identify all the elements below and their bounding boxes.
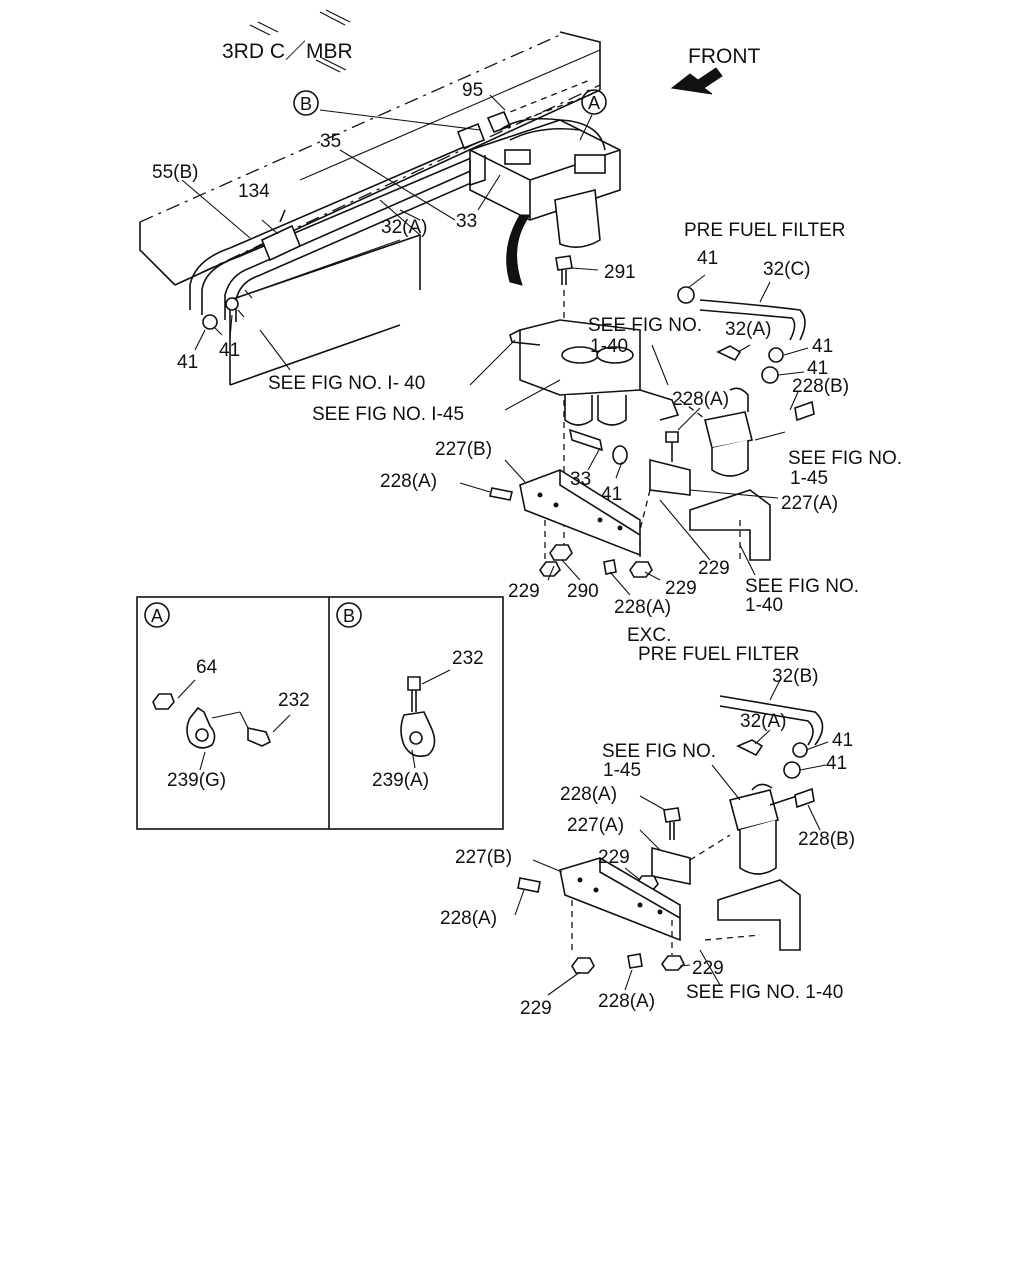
label-35: 35 <box>320 131 341 152</box>
label-1-40-br: 1-40 <box>745 595 783 616</box>
label-1-45-low: 1-45 <box>603 760 641 781</box>
label-1-45-right: 1-45 <box>790 468 828 489</box>
label-228a-low2: 228(A) <box>440 908 497 929</box>
label-see-fig-no-low: SEE FIG NO. <box>602 741 716 762</box>
front-arrow-icon <box>670 67 723 95</box>
label-228a-bottom: 228(A) <box>614 597 671 618</box>
label-55b: 55(B) <box>152 162 198 183</box>
callout-a-label: A <box>588 93 600 113</box>
label-228a-low3: 228(A) <box>598 991 655 1012</box>
leader-lines-lower <box>514 679 829 996</box>
inset-a-label: A <box>151 606 163 626</box>
label-see-fig-1-40-low: SEE FIG NO. 1-40 <box>686 982 843 1003</box>
label-229-low2: 229 <box>520 998 552 1019</box>
label-95: 95 <box>462 80 483 101</box>
label-see-fig-1-40-left: SEE FIG NO. I- 40 <box>268 373 425 394</box>
label-41-mid2: 41 <box>807 358 828 379</box>
label-228b-mid: 228(B) <box>792 376 849 397</box>
inset-panels <box>136 596 504 830</box>
label-228a-mid: 228(A) <box>672 389 729 410</box>
label-134: 134 <box>238 181 270 202</box>
label-32a-top: 32(A) <box>381 217 427 238</box>
callout-b-marker: B <box>293 90 319 116</box>
label-see-fig-1-45-left: SEE FIG NO. I-45 <box>312 404 464 425</box>
label-227b-low: 227(B) <box>455 847 512 868</box>
pre-fuel-filter-upper <box>489 255 815 578</box>
label-32a-mid: 32(A) <box>725 319 771 340</box>
label-290: 290 <box>567 581 599 602</box>
inset-b-239a: 239(A) <box>372 770 429 791</box>
label-229-low1: 229 <box>598 847 630 868</box>
label-229-low3: 229 <box>692 958 724 979</box>
label-see-fig-no-mid: SEE FIG NO. <box>588 315 702 336</box>
label-41-pff: 41 <box>697 248 718 269</box>
label-33-top: 33 <box>456 211 477 232</box>
label-291: 291 <box>604 262 636 283</box>
label-41-center: 41 <box>601 484 622 505</box>
exploded-arrow <box>506 214 531 286</box>
leader-lines-upper <box>181 94 809 596</box>
label-pre-fuel-filter-top: PRE FUEL FILTER <box>684 220 846 241</box>
label-41-low2: 41 <box>826 753 847 774</box>
label-228a-low1: 228(A) <box>560 784 617 805</box>
label-41-left2: 41 <box>219 340 240 361</box>
label-1-40-mid: 1-40 <box>590 336 628 357</box>
inset-a-marker: A <box>144 602 170 628</box>
label-41-left1: 41 <box>177 352 198 373</box>
inset-b-marker: B <box>336 602 362 628</box>
label-32b: 32(B) <box>772 666 818 687</box>
label-32a-low: 32(A) <box>740 711 786 732</box>
filter-assembly-top <box>469 117 621 248</box>
label-229-a: 229 <box>698 558 730 579</box>
label-pre-fuel-filter-bottom: PRE FUEL FILTER <box>638 644 800 665</box>
front-label: FRONT <box>688 45 760 68</box>
label-229-b: 229 <box>508 581 540 602</box>
inset-a-239g: 239(G) <box>167 770 226 791</box>
label-32c: 32(C) <box>763 259 811 280</box>
label-exc: EXC. <box>627 625 671 646</box>
part-labels: 3RD C／MBR FRONT 95 35 55(B) 134 32(A) 33… <box>152 40 902 1019</box>
label-33-mid: 33 <box>570 469 591 490</box>
inset-a-232: 232 <box>278 690 310 711</box>
label-228b-low: 228(B) <box>798 829 855 850</box>
label-228a-left: 228(A) <box>380 471 437 492</box>
label-227a-low: 227(A) <box>567 815 624 836</box>
label-227a-top: 227(A) <box>781 493 838 514</box>
label-see-fig-no-br: SEE FIG NO. <box>745 576 859 597</box>
exc-pre-fuel-filter-lower <box>517 695 824 974</box>
frame-crossmember <box>139 9 601 386</box>
inset-a-64: 64 <box>196 657 218 678</box>
label-227b-top: 227(B) <box>435 439 492 460</box>
label-229-c: 229 <box>665 578 697 599</box>
label-41-low1: 41 <box>832 730 853 751</box>
label-see-fig-no-right: SEE FIG NO. <box>788 448 902 469</box>
frame-label: 3RD C／MBR <box>222 40 353 63</box>
inset-b-232: 232 <box>452 648 484 669</box>
callout-b-label: B <box>300 94 312 114</box>
inset-b-label: B <box>343 606 355 626</box>
inset-labels: 64 232 239(G) 232 239(A) <box>167 648 484 791</box>
label-41-mid1: 41 <box>812 336 833 357</box>
callout-a-marker: A <box>581 89 607 115</box>
